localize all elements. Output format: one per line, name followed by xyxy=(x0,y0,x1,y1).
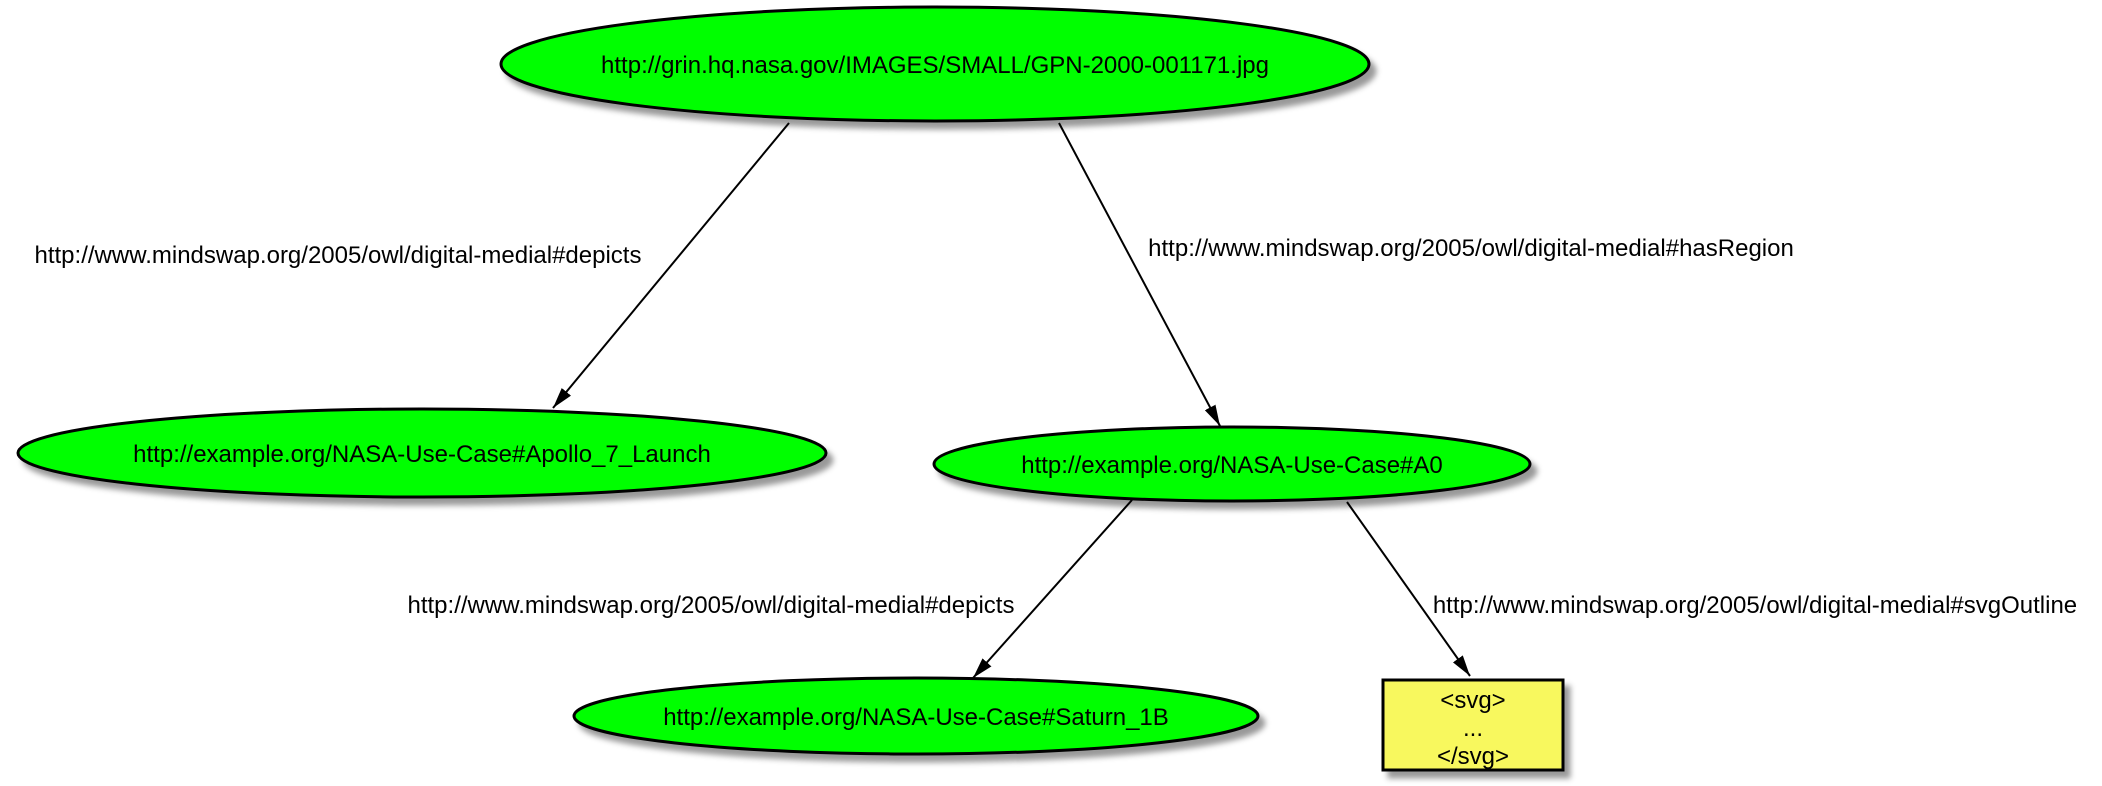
edge-image-hasregion-a0: http://www.mindswap.org/2005/owl/digital… xyxy=(1058,122,1794,427)
edge-line-svgoutline xyxy=(1346,501,1471,677)
edge-line-depicts-2 xyxy=(972,499,1133,679)
node-saturn-1b-ellipse xyxy=(572,676,1260,756)
node-apollo-7-launch-ellipse xyxy=(16,407,828,499)
node-apollo-7-launch: http://example.org/NASA-Use-Case#Apollo_… xyxy=(16,407,828,499)
edge-line-hasregion xyxy=(1058,122,1221,427)
node-saturn-1b-label: http://example.org/NASA-Use-Case#Saturn_… xyxy=(663,704,1169,731)
svg-literal-line-3: </svg> xyxy=(1437,743,1509,770)
edge-label-hasregion: http://www.mindswap.org/2005/owl/digital… xyxy=(1148,235,1794,262)
node-svg-outline-literal: <svg> ... </svg> xyxy=(1381,678,1565,772)
edge-image-depicts-apollo: http://www.mindswap.org/2005/owl/digital… xyxy=(35,122,790,409)
edge-a0-svgoutline-literal: http://www.mindswap.org/2005/owl/digital… xyxy=(1346,501,2077,677)
edge-label-svgoutline: http://www.mindswap.org/2005/owl/digital… xyxy=(1433,592,2077,619)
node-a0-ellipse xyxy=(932,425,1532,503)
node-saturn-1b: http://example.org/NASA-Use-Case#Saturn_… xyxy=(572,676,1260,756)
svg-literal-line-1: <svg> xyxy=(1440,687,1505,714)
edge-line-depicts-1 xyxy=(552,122,790,409)
node-apollo-7-launch-label: http://example.org/NASA-Use-Case#Apollo_… xyxy=(133,441,711,468)
node-a0: http://example.org/NASA-Use-Case#A0 xyxy=(932,425,1532,503)
edge-label-depicts-2: http://www.mindswap.org/2005/owl/digital… xyxy=(408,592,1015,619)
edge-label-depicts-1: http://www.mindswap.org/2005/owl/digital… xyxy=(35,242,642,269)
node-image-ellipse xyxy=(499,5,1371,123)
node-svg-outline-rect xyxy=(1381,678,1565,772)
node-image-label: http://grin.hq.nasa.gov/IMAGES/SMALL/GPN… xyxy=(601,52,1269,79)
svg-literal-line-2: ... xyxy=(1463,715,1483,742)
node-a0-label: http://example.org/NASA-Use-Case#A0 xyxy=(1021,452,1443,479)
node-image: http://grin.hq.nasa.gov/IMAGES/SMALL/GPN… xyxy=(499,5,1371,123)
edge-a0-depicts-saturn: http://www.mindswap.org/2005/owl/digital… xyxy=(408,499,1133,679)
